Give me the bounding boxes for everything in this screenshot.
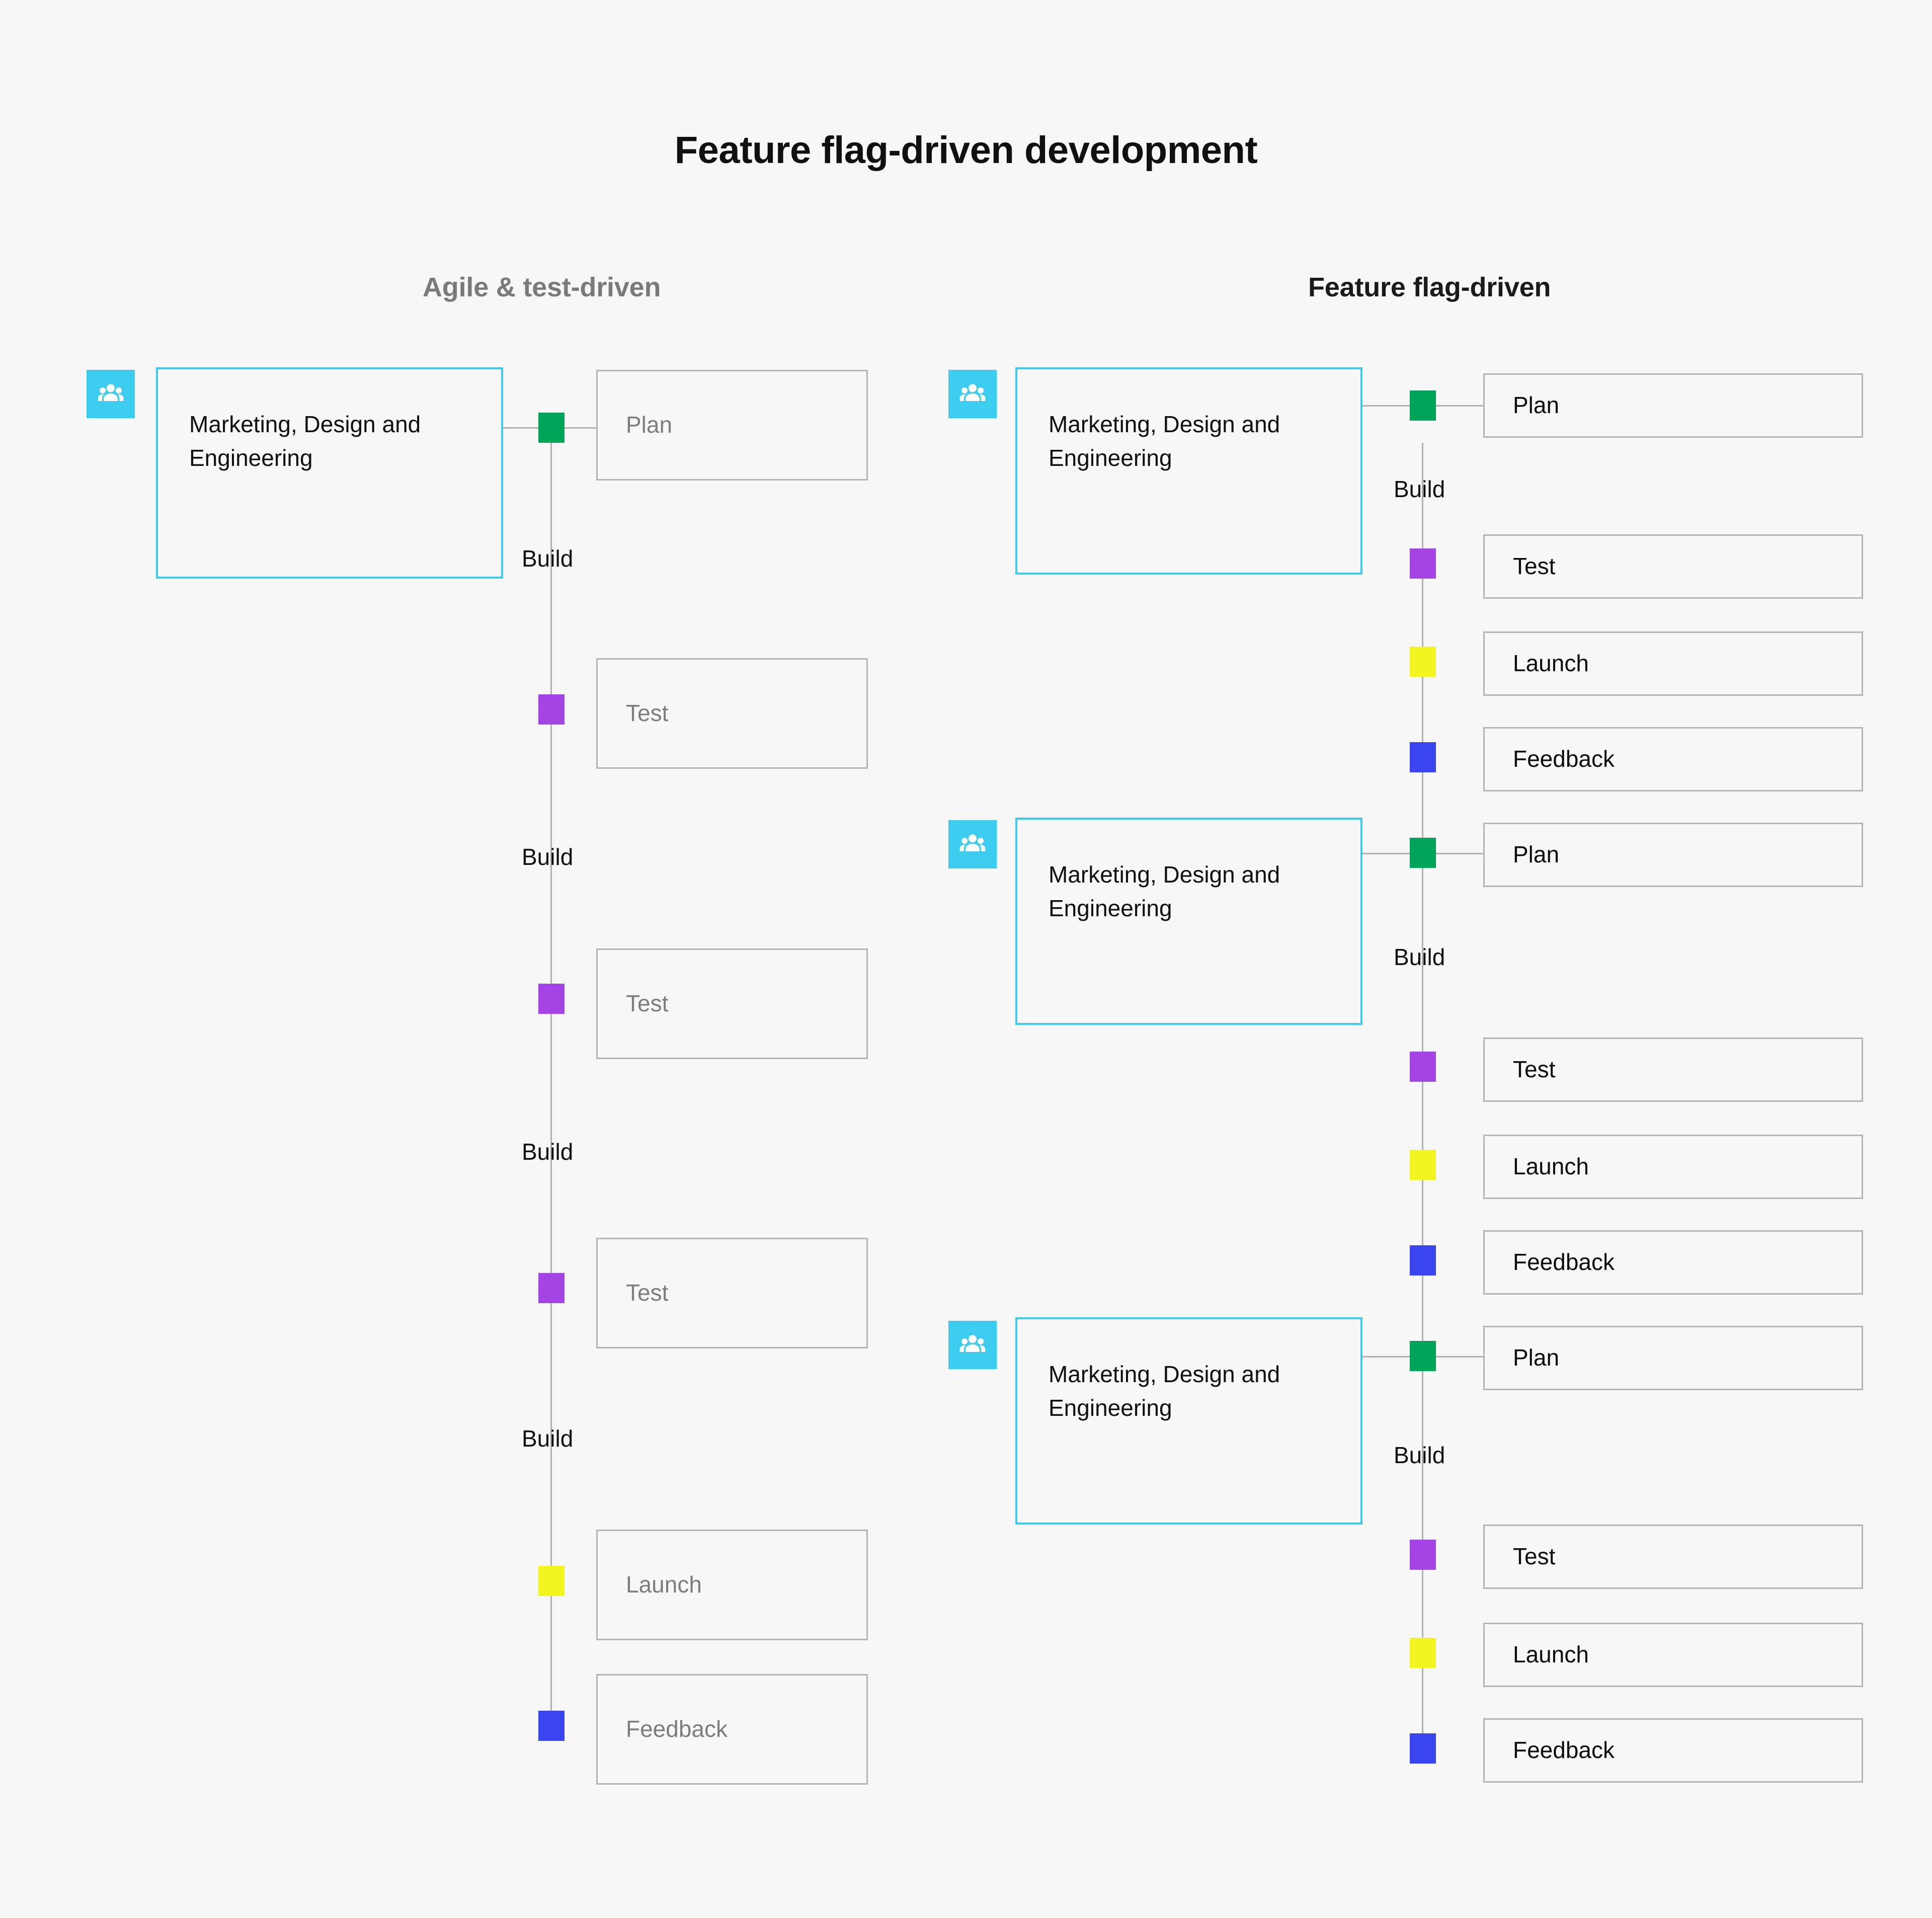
stage-box-right-launch-2[interactable]: Launch bbox=[1483, 1135, 1863, 1199]
stage-label: Launch bbox=[1513, 650, 1589, 677]
stage-label: Test bbox=[626, 1280, 669, 1306]
column-heading-feature-flag: Feature flag-driven bbox=[1308, 272, 1551, 302]
team-box-left-1[interactable]: Marketing, Design and Engineering bbox=[156, 367, 503, 579]
marker-feedback-right-2 bbox=[1410, 1245, 1436, 1275]
stage-label: Test bbox=[1513, 553, 1556, 580]
stage-label: Test bbox=[626, 990, 669, 1017]
stage-label: Launch bbox=[626, 1571, 702, 1598]
stage-box-right-launch-1[interactable]: Launch bbox=[1483, 631, 1863, 696]
marker-feedback-right-3 bbox=[1410, 1733, 1436, 1764]
build-label-left-4: Build bbox=[522, 1425, 574, 1452]
people-group-icon bbox=[959, 384, 986, 402]
build-label-right-2: Build bbox=[1394, 944, 1445, 970]
team-label: Marketing, Design and Engineering bbox=[189, 411, 421, 471]
marker-feedback-right-1 bbox=[1410, 742, 1436, 772]
stage-label: Plan bbox=[1513, 1344, 1560, 1371]
connector-spine-right bbox=[1422, 443, 1423, 1761]
stage-label: Feedback bbox=[1513, 746, 1615, 772]
marker-plan-right-3 bbox=[1410, 1341, 1436, 1371]
stage-box-right-feedback-2[interactable]: Feedback bbox=[1483, 1230, 1863, 1295]
stage-box-right-plan-1[interactable]: Plan bbox=[1483, 373, 1863, 438]
column-heading-agile: Agile & test-driven bbox=[423, 272, 661, 302]
stage-label: Feedback bbox=[1513, 1249, 1615, 1275]
team-label: Marketing, Design and Engineering bbox=[1049, 411, 1280, 471]
marker-test-left-1 bbox=[538, 694, 565, 725]
stage-box-right-plan-3[interactable]: Plan bbox=[1483, 1326, 1863, 1390]
marker-launch-left bbox=[538, 1566, 565, 1596]
stage-box-left-test-1[interactable]: Test bbox=[596, 658, 868, 769]
marker-test-right-1 bbox=[1410, 548, 1436, 579]
marker-plan-right-2 bbox=[1410, 838, 1436, 868]
marker-launch-right-1 bbox=[1410, 647, 1436, 677]
stage-box-left-feedback[interactable]: Feedback bbox=[596, 1674, 868, 1785]
build-label-right-3: Build bbox=[1394, 1442, 1445, 1468]
stage-label: Launch bbox=[1513, 1641, 1589, 1668]
build-label-right-1: Build bbox=[1394, 476, 1445, 502]
stage-box-right-feedback-3[interactable]: Feedback bbox=[1483, 1718, 1863, 1783]
stage-box-right-test-2[interactable]: Test bbox=[1483, 1037, 1863, 1102]
connector-spine-left bbox=[550, 443, 552, 1741]
team-box-right-1[interactable]: Marketing, Design and Engineering bbox=[1015, 367, 1362, 575]
stage-box-right-test-1[interactable]: Test bbox=[1483, 534, 1863, 599]
stage-label: Launch bbox=[1513, 1153, 1589, 1180]
marker-test-left-3 bbox=[538, 1273, 565, 1303]
people-group-icon bbox=[959, 834, 986, 852]
team-box-right-2[interactable]: Marketing, Design and Engineering bbox=[1015, 818, 1362, 1025]
stage-box-right-launch-3[interactable]: Launch bbox=[1483, 1623, 1863, 1687]
marker-plan-right-1 bbox=[1410, 390, 1436, 421]
people-group-icon bbox=[98, 384, 124, 402]
people-group-icon bbox=[959, 1335, 986, 1352]
team-icon-left-1 bbox=[87, 370, 135, 418]
build-label-left-1: Build bbox=[522, 545, 574, 572]
build-label-left-3: Build bbox=[522, 1139, 574, 1165]
stage-label: Plan bbox=[1513, 392, 1560, 419]
team-label: Marketing, Design and Engineering bbox=[1049, 861, 1280, 922]
marker-feedback-left bbox=[538, 1711, 565, 1741]
stage-label: Feedback bbox=[626, 1716, 728, 1742]
marker-test-left-2 bbox=[538, 984, 565, 1014]
marker-test-right-3 bbox=[1410, 1540, 1436, 1570]
build-label-left-2: Build bbox=[522, 844, 574, 870]
stage-box-right-feedback-1[interactable]: Feedback bbox=[1483, 727, 1863, 791]
stage-label: Test bbox=[1513, 1056, 1556, 1083]
stage-box-left-test-2[interactable]: Test bbox=[596, 948, 868, 1059]
stage-box-right-plan-2[interactable]: Plan bbox=[1483, 823, 1863, 887]
stage-label: Test bbox=[626, 700, 669, 727]
marker-launch-right-3 bbox=[1410, 1638, 1436, 1668]
stage-box-left-test-3[interactable]: Test bbox=[596, 1238, 868, 1348]
stage-label: Plan bbox=[1513, 841, 1560, 868]
stage-box-left-plan-1[interactable]: Plan bbox=[596, 370, 868, 481]
marker-test-right-2 bbox=[1410, 1052, 1436, 1082]
stage-box-right-test-3[interactable]: Test bbox=[1483, 1525, 1863, 1589]
team-icon-right-2 bbox=[948, 820, 997, 868]
stage-box-left-launch[interactable]: Launch bbox=[596, 1530, 868, 1640]
stage-label: Test bbox=[1513, 1543, 1556, 1570]
team-box-right-3[interactable]: Marketing, Design and Engineering bbox=[1015, 1317, 1362, 1525]
team-icon-right-3 bbox=[948, 1321, 997, 1369]
stage-label: Plan bbox=[626, 412, 673, 438]
marker-plan-left-1 bbox=[538, 413, 565, 443]
team-icon-right-1 bbox=[948, 370, 997, 418]
page-title: Feature flag-driven development bbox=[674, 129, 1258, 172]
marker-launch-right-2 bbox=[1410, 1150, 1436, 1180]
stage-label: Feedback bbox=[1513, 1737, 1615, 1764]
team-label: Marketing, Design and Engineering bbox=[1049, 1361, 1280, 1421]
